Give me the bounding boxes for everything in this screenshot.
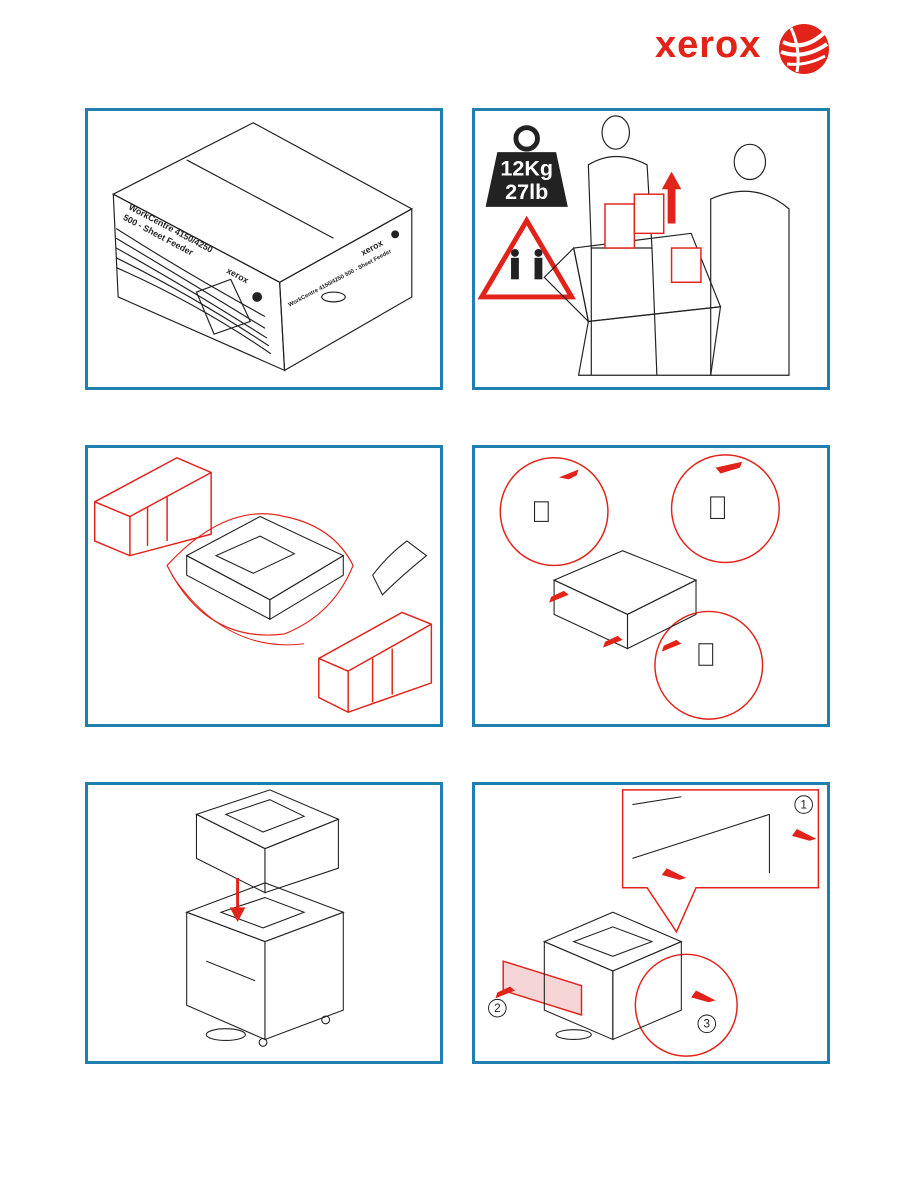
- weight-lb: 27lb: [505, 180, 548, 204]
- box-side-label: WorkCentre 4150/4250 500 - Sheet Feeder: [288, 248, 394, 308]
- stack-feeder-illustration: [185, 789, 345, 1047]
- carton-illustration: WorkCentre 4150/4250 500 - Sheet Feeder …: [112, 122, 414, 372]
- foam-block-right: [318, 611, 433, 714]
- remove-tray-tape-illustration: 1 2 3: [488, 789, 820, 1057]
- weight-kg: 12Kg: [500, 157, 553, 181]
- down-arrow-icon: [229, 877, 246, 923]
- step-remove-packaging-panel: [85, 445, 443, 727]
- step-remove-tray-tape-panel: 1 2 3: [472, 782, 830, 1064]
- two-person-lift-illustration: 12Kg 27lb: [477, 115, 790, 376]
- foam-block-left: [93, 456, 212, 557]
- step-number-1: 1: [800, 798, 807, 811]
- lift-up-arrow-icon: [661, 171, 682, 224]
- step-remove-tape-panel: [472, 445, 830, 727]
- step-number-2: 2: [494, 1002, 501, 1015]
- xerox-logo: xerox: [655, 22, 835, 82]
- xerox-sphere-icon: [779, 24, 829, 74]
- step-two-person-lift-panel: 12Kg 27lb: [472, 108, 830, 390]
- remove-packaging-illustration: [93, 456, 433, 714]
- plastic-bag: [166, 513, 354, 636]
- logo-wordmark: xerox: [655, 24, 762, 66]
- remove-tape-illustration: [499, 454, 780, 720]
- box-brand-front: xerox: [225, 265, 251, 285]
- step-stack-feeder-panel: [85, 782, 443, 1064]
- step-number-3: 3: [704, 1018, 711, 1031]
- step-unboxed-carton-panel: WorkCentre 4150/4250 500 - Sheet Feeder …: [85, 108, 443, 390]
- weight-icon: 12Kg 27lb: [485, 125, 568, 207]
- two-person-warning-icon: [477, 215, 577, 300]
